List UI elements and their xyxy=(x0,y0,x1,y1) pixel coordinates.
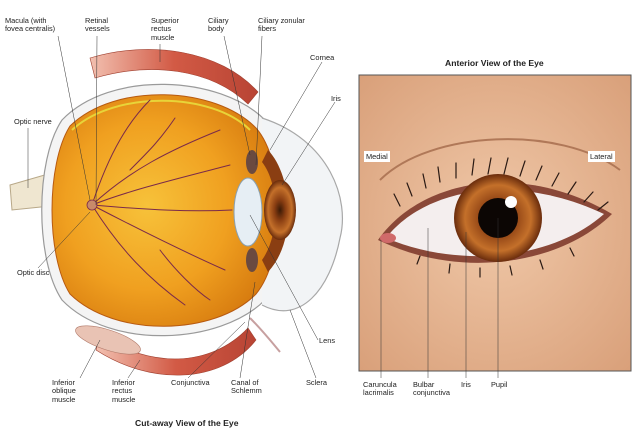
label-ciliary-zonular-fibers: Ciliary zonular fibers xyxy=(258,16,305,34)
label-inferior-oblique: Inferior oblique muscle xyxy=(52,378,76,404)
label-caruncula-lacrimalis: Caruncula lacrimalis xyxy=(363,380,397,398)
label-lateral: Lateral xyxy=(588,151,615,162)
label-ciliary-body: Ciliary body xyxy=(208,16,229,34)
label-optic-nerve: Optic nerve xyxy=(14,117,52,126)
label-cornea: Cornea xyxy=(310,53,335,62)
caption-anterior: Anterior View of the Eye xyxy=(445,58,544,68)
label-iris: Iris xyxy=(331,94,341,103)
label-anterior-iris: Iris xyxy=(461,380,471,389)
label-sclera: Sclera xyxy=(306,378,327,387)
label-canal-of-schlemm: Canal of Schlemm xyxy=(231,378,262,396)
cutaway-illustration xyxy=(9,35,343,379)
anterior-illustration xyxy=(358,74,632,378)
label-superior-rectus: Superior rectus muscle xyxy=(151,16,179,42)
label-optic-disc: Optic disc xyxy=(17,268,50,277)
label-conjunctiva: Conjunctiva xyxy=(171,378,210,387)
label-macula: Macula (with fovea centralis) xyxy=(5,16,56,34)
caption-cutaway: Cut-away View of the Eye xyxy=(135,418,239,428)
label-retinal-vessels: Retinal vessels xyxy=(85,16,110,34)
label-pupil: Pupil xyxy=(491,380,508,389)
label-medial: Medial xyxy=(364,151,390,162)
label-inferior-rectus: Inferior rectus muscle xyxy=(112,378,136,404)
label-bulbar-conjunctiva: Bulbar conjunctiva xyxy=(413,380,450,398)
label-lens: Lens xyxy=(319,336,336,345)
